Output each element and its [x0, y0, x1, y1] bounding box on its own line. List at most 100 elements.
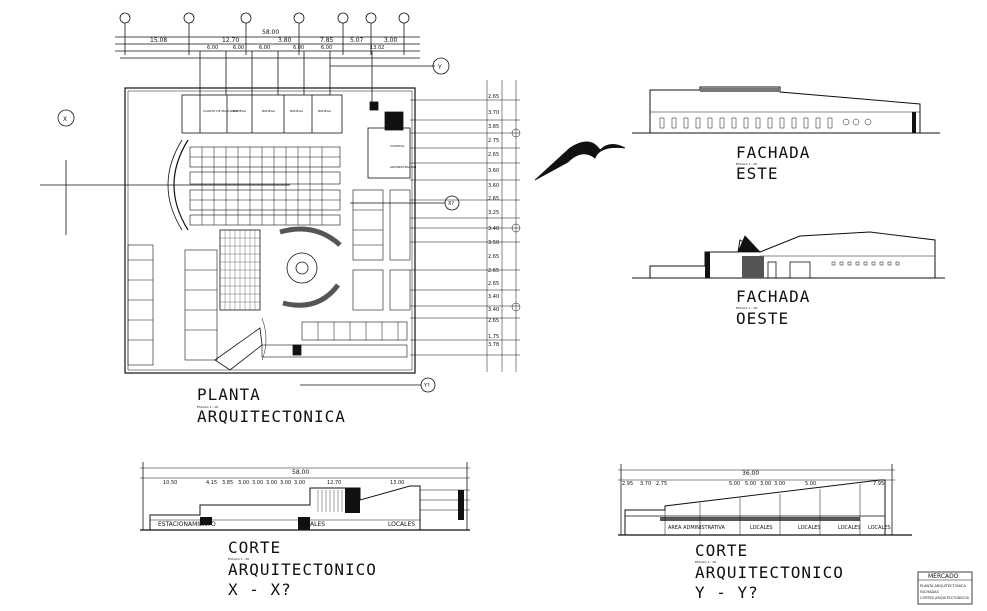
svg-text:BODEGA: BODEGA: [318, 109, 332, 113]
building-outline: [124, 87, 416, 374]
axis-y-label: Y: [437, 64, 442, 71]
svg-text:3.50: 3.50: [488, 240, 499, 246]
market-stalls: [127, 146, 411, 366]
svg-text:BODEGA: BODEGA: [262, 109, 276, 113]
svg-text:LOCALES: LOCALES: [838, 525, 861, 531]
title-block-project: MERCADO: [928, 573, 959, 580]
plan-title-line2: ARQUITECTONICA: [197, 407, 346, 426]
svg-text:3.00: 3.00: [774, 481, 785, 487]
svg-text:2.95: 2.95: [622, 481, 633, 487]
svg-text:3.78: 3.78: [488, 342, 499, 348]
svg-text:12.70: 12.70: [222, 37, 239, 44]
svg-text:3.40: 3.40: [488, 226, 499, 232]
svg-text:FACHADAS: FACHADAS: [920, 590, 940, 594]
svg-text:3.80: 3.80: [278, 37, 292, 44]
svg-text:3.00: 3.00: [384, 37, 398, 44]
svg-text:3.70: 3.70: [640, 481, 651, 487]
svg-text:3.40: 3.40: [488, 307, 499, 313]
svg-text:LOCALES: LOCALES: [388, 521, 415, 528]
svg-text:3.00: 3.00: [760, 481, 771, 487]
svg-text:4.15: 4.15: [206, 480, 217, 486]
section-y-title-line3: Y - Y?: [695, 583, 759, 602]
svg-text:ADMINISTRACION: ADMINISTRACION: [390, 165, 416, 169]
central-fountain: [279, 226, 342, 308]
plan-title-line1: PLANTA: [197, 385, 261, 404]
svg-text:3.85: 3.85: [222, 480, 233, 486]
svg-text:3.00: 3.00: [266, 480, 277, 486]
svg-text:2.65: 2.65: [488, 268, 499, 274]
curved-wall: [173, 139, 189, 231]
west-elevation-title-line1: FACHADA: [736, 287, 811, 306]
svg-text:2.75: 2.75: [656, 481, 667, 487]
svg-text:2.65: 2.65: [488, 281, 499, 287]
section-x-dim-total: 58.00: [292, 469, 309, 476]
svg-text:3.40: 3.40: [488, 294, 499, 300]
grid-bubbles-top: [119, 12, 410, 55]
svg-text:BODEGA: BODEGA: [290, 109, 304, 113]
dim-total-plan: 58.00: [262, 29, 279, 36]
svg-text:6.00: 6.00: [233, 45, 244, 51]
section-y-scale: ESCALA 1 : 00: [695, 560, 717, 564]
svg-text:5.00: 5.00: [805, 481, 816, 487]
east-elevation-title-line2: ESTE: [736, 164, 779, 183]
north-arrow-icon: [534, 141, 626, 181]
svg-text:12.70: 12.70: [327, 480, 341, 486]
svg-text:LOCALES: LOCALES: [750, 525, 773, 531]
svg-text:3.25: 3.25: [488, 210, 499, 216]
west-elevation: [632, 231, 945, 279]
svg-text:3.00: 3.00: [280, 480, 291, 486]
food-court-grid: [219, 229, 261, 311]
svg-text:LOCALES: LOCALES: [298, 521, 325, 528]
storage-rooms: [181, 94, 343, 134]
svg-text:5.00: 5.00: [745, 481, 756, 487]
svg-text:5.00: 5.00: [729, 481, 740, 487]
axis-x-bubble: [57, 109, 75, 127]
entrance-ramp: [214, 327, 263, 371]
svg-text:3.70: 3.70: [488, 110, 499, 116]
svg-text:1.75: 1.75: [488, 334, 499, 340]
title-block: MERCADO PLANTA ARQUITECTONICA FACHADAS C…: [917, 571, 973, 605]
svg-text:7.95: 7.95: [873, 481, 884, 487]
svg-text:3.85: 3.85: [488, 124, 499, 130]
svg-text:6.00: 6.00: [321, 45, 332, 51]
west-elevation-title-line2: OESTE: [736, 309, 790, 328]
svg-text:LOCALES: LOCALES: [868, 525, 891, 531]
svg-text:2.65: 2.65: [488, 318, 499, 324]
svg-text:CONTROL: CONTROL: [390, 144, 405, 148]
svg-text:ESTACIONAMIENTO: ESTACIONAMIENTO: [158, 521, 216, 528]
section-x-title-line3: X - X?: [228, 580, 292, 599]
west-elevation-scale: ESCALA 1 : 00: [736, 306, 758, 310]
section-y-title-line1: CORTE: [695, 541, 749, 560]
svg-text:3.00: 3.00: [294, 480, 305, 486]
svg-text:3.00: 3.00: [252, 480, 263, 486]
right-dimension-values: 2.65 3.70 3.85 2.75 2.65 3.60 3.60 2.65 …: [488, 94, 499, 348]
section-x-scale: ESCALA 1 : 00: [228, 557, 250, 561]
section-y-title-line2: ARQUITECTONICO: [695, 563, 844, 582]
svg-text:13.02: 13.02: [370, 45, 384, 51]
svg-text:3.60: 3.60: [488, 183, 499, 189]
axis-x-label: X: [63, 116, 67, 123]
svg-text:6.00: 6.00: [207, 45, 218, 51]
east-elevation: [632, 86, 940, 134]
svg-text:PLANTA ARQUITECTONICA: PLANTA ARQUITECTONICA: [920, 584, 966, 588]
svg-text:6.00: 6.00: [259, 45, 270, 51]
section-x-title-line2: ARQUITECTONICO: [228, 560, 377, 579]
svg-text:15.08: 15.08: [150, 37, 167, 44]
section-y-dim-total: 36.00: [742, 470, 759, 477]
svg-text:AREA ADMINISTRATIVA: AREA ADMINISTRATIVA: [668, 525, 725, 531]
plan-scale: ESCALA 1 : 00: [197, 405, 219, 409]
svg-text:CUARTO DE MAQUINAS: CUARTO DE MAQUINAS: [203, 109, 238, 113]
svg-text:LOCALES: LOCALES: [798, 525, 821, 531]
axis-x2-label: X?: [448, 201, 454, 207]
floor-plan: 58.00 15.08 12.70 3.80 7.85 5.07 3.00 6.…: [40, 12, 521, 393]
svg-text:5.07: 5.07: [350, 37, 364, 44]
right-dimension-column: [410, 80, 521, 372]
svg-text:2.65: 2.65: [488, 254, 499, 260]
east-elevation-title-line1: FACHADA: [736, 143, 811, 162]
svg-text:2.65: 2.65: [488, 152, 499, 158]
svg-text:CORTES ARQUITECTONICOS: CORTES ARQUITECTONICOS: [920, 596, 970, 600]
axis-y2-label: Y?: [423, 383, 430, 389]
section-x-title-line1: CORTE: [228, 538, 282, 557]
east-elevation-scale: ESCALA 1 : 00: [736, 162, 758, 166]
